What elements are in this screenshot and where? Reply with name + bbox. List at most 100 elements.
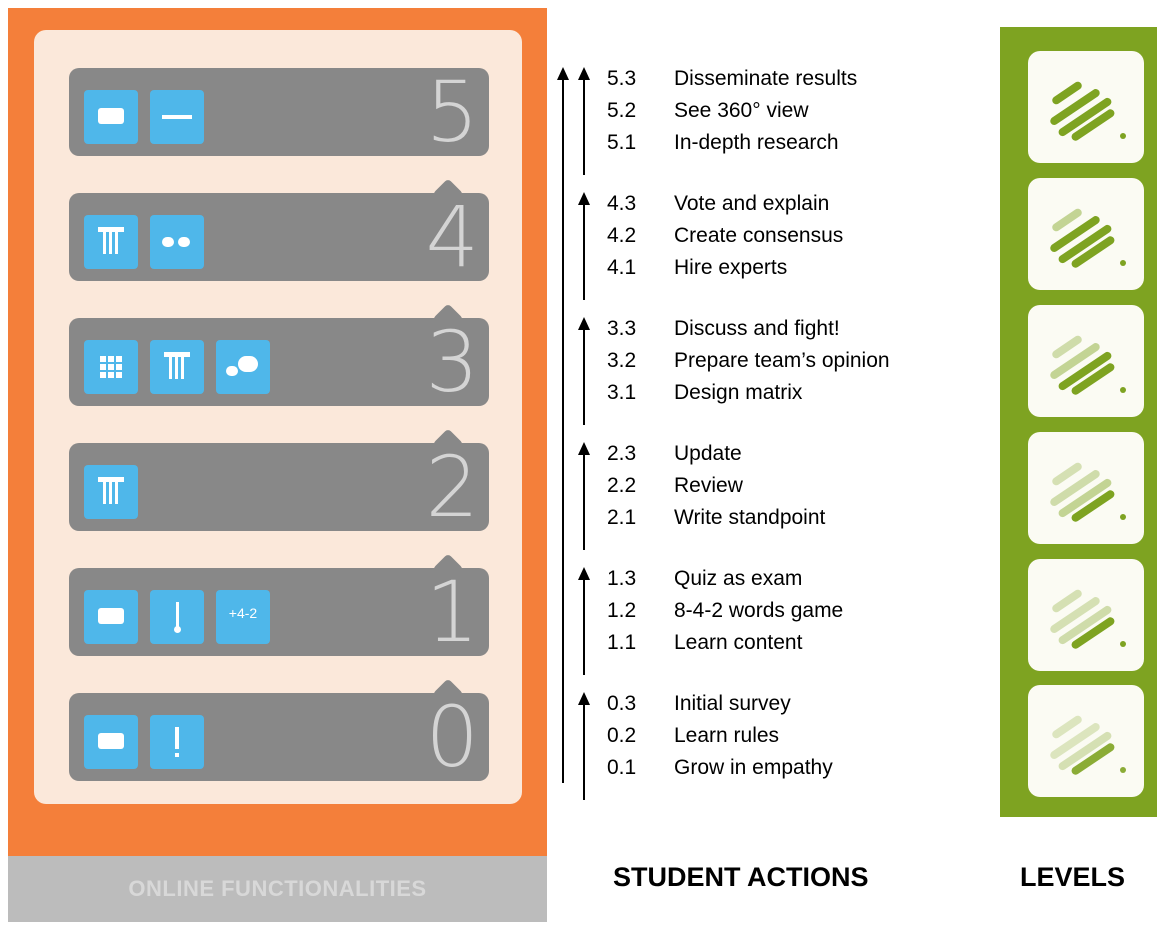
action-code: 5.2 <box>607 99 637 122</box>
column-icon[interactable] <box>150 340 204 394</box>
action-label: Quiz as exam <box>674 567 803 590</box>
action-label: Update <box>674 442 742 465</box>
level-card <box>1028 178 1144 290</box>
group-arrow-line <box>583 577 585 675</box>
action-code: 2.1 <box>607 506 637 529</box>
group-arrowhead <box>578 67 590 80</box>
dialogue-icon[interactable] <box>150 215 204 269</box>
action-code: 4.2 <box>607 224 637 247</box>
action-label: See 360° view <box>674 99 809 122</box>
level-marks-icon <box>1028 559 1144 671</box>
level-bar-1: +4-2 1 <box>69 553 489 661</box>
action-item: 2.2 Review <box>607 474 967 502</box>
level-bar-3: 3 <box>69 303 489 411</box>
action-code: 3.1 <box>607 381 637 404</box>
action-code: 4.3 <box>607 192 637 215</box>
action-item: 0.2 Learn rules <box>607 724 967 752</box>
levels-heading: LEVELS <box>1020 862 1126 892</box>
action-item: 3.1 Design matrix <box>607 381 967 409</box>
level-bar-0: 0 <box>69 678 489 786</box>
action-code: 1.1 <box>607 631 637 654</box>
level-marks-icon <box>1028 51 1144 163</box>
action-code: 0.2 <box>607 724 637 747</box>
action-code: 5.3 <box>607 67 637 90</box>
action-item: 4.2 Create consensus <box>607 224 967 252</box>
level-marks-icon <box>1028 685 1144 797</box>
level-number: 4 <box>425 188 479 286</box>
level-number: 3 <box>425 313 479 411</box>
grid-icon[interactable] <box>84 340 138 394</box>
action-code: 1.3 <box>607 567 637 590</box>
level-marks-icon <box>1028 432 1144 544</box>
action-item: 1.3 Quiz as exam <box>607 567 967 595</box>
level-icons <box>84 465 138 519</box>
overall-progress-arrow-line <box>562 78 564 783</box>
action-label: Hire experts <box>674 256 788 279</box>
action-label: Discuss and fight! <box>674 317 840 340</box>
action-code: 3.3 <box>607 317 637 340</box>
action-label: Write standpoint <box>674 506 826 529</box>
action-label: Create consensus <box>674 224 844 247</box>
action-item: 2.3 Update <box>607 442 967 470</box>
group-arrowhead <box>578 317 590 330</box>
level-marks-icon <box>1028 305 1144 417</box>
level-marks-icon <box>1028 178 1144 290</box>
group-arrow-line <box>583 202 585 300</box>
level-bar-2: 2 <box>69 428 489 536</box>
level-icons: +4-2 <box>84 590 270 644</box>
action-code: 2.2 <box>607 474 637 497</box>
action-label: Learn rules <box>674 724 780 747</box>
thermometer-icon[interactable] <box>150 590 204 644</box>
level-bar-4: 4 <box>69 178 489 286</box>
column-icon[interactable] <box>84 215 138 269</box>
level-icons <box>84 340 270 394</box>
dash-icon[interactable] <box>150 90 204 144</box>
action-code: 0.1 <box>607 756 637 779</box>
speech-bubble-icon[interactable] <box>84 715 138 769</box>
action-label: In-depth research <box>674 131 839 154</box>
action-item: 4.3 Vote and explain <box>607 192 967 220</box>
group-arrowhead <box>578 442 590 455</box>
action-item: 5.2 See 360° view <box>607 99 967 127</box>
column-icon[interactable] <box>84 465 138 519</box>
speech-bubble-icon[interactable] <box>84 590 138 644</box>
level-icons <box>84 715 204 769</box>
speech-bubble-icon[interactable] <box>84 90 138 144</box>
group-arrowhead <box>578 692 590 705</box>
online-functionalities-footer: ONLINE FUNCTIONALITIES <box>8 856 547 922</box>
chat-bubbles-icon[interactable] <box>216 340 270 394</box>
functionality-levels-container <box>34 30 522 804</box>
level-card <box>1028 432 1144 544</box>
level-card <box>1028 559 1144 671</box>
group-arrowhead <box>578 192 590 205</box>
action-label: Vote and explain <box>674 192 830 215</box>
level-card <box>1028 685 1144 797</box>
level-number: 5 <box>425 63 479 161</box>
level-number: 0 <box>425 688 479 786</box>
overall-progress-arrowhead <box>557 67 569 80</box>
level-icons <box>84 215 204 269</box>
plus-two-icon[interactable]: +4-2 <box>216 590 270 644</box>
action-label: Grow in empathy <box>674 756 833 779</box>
online-functionalities-label: ONLINE FUNCTIONALITIES <box>128 876 427 901</box>
action-label: Design matrix <box>674 381 803 404</box>
level-number: 2 <box>425 438 479 536</box>
exclamation-icon[interactable] <box>150 715 204 769</box>
group-arrow-line <box>583 327 585 425</box>
action-code: 2.3 <box>607 442 637 465</box>
action-code: 3.2 <box>607 349 637 372</box>
action-label: Disseminate results <box>674 67 858 90</box>
group-arrow-line <box>583 77 585 175</box>
levels-panel <box>1000 27 1157 817</box>
action-item: 2.1 Write standpoint <box>607 506 967 534</box>
level-number: 1 <box>425 563 479 661</box>
action-label: 8-4-2 words game <box>674 599 844 622</box>
group-arrow-line <box>583 702 585 800</box>
action-label: Review <box>674 474 743 497</box>
level-icons <box>84 90 204 144</box>
action-label: Learn content <box>674 631 803 654</box>
action-label: Initial survey <box>674 692 791 715</box>
